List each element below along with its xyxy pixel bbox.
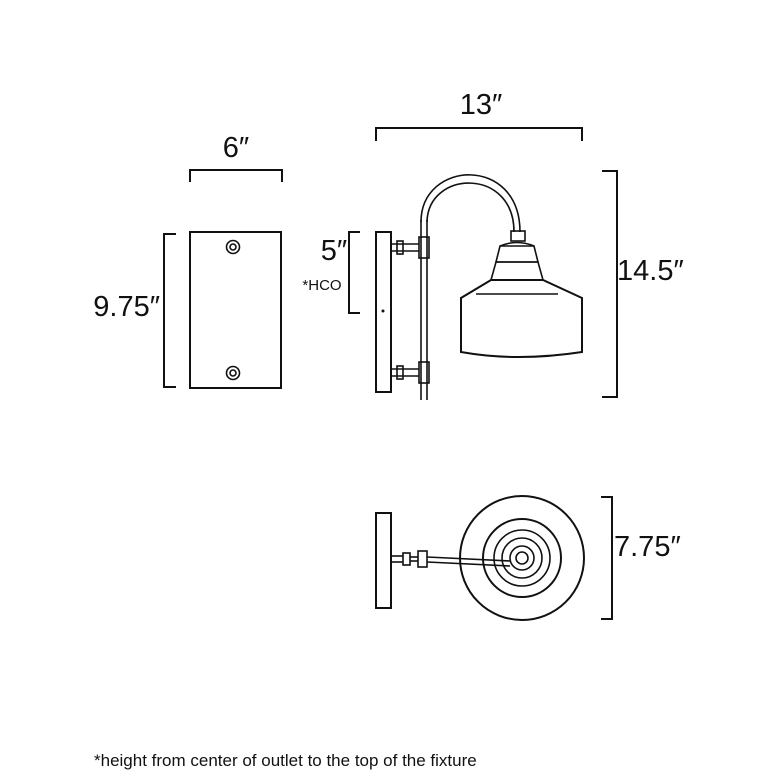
hco-label: *HCO [302,277,341,294]
overall-width-label: 13″ [460,89,503,121]
shade-diameter-label: 7.75″ [614,531,681,563]
hco-value-label: 5″ [321,235,347,267]
hco-bracket [348,231,360,314]
overall-width-bracket [375,127,583,141]
backplate-height-bracket [163,233,176,388]
shade-top-rings [459,495,585,621]
backplate-front-view: 6″ 9.75″ [93,132,283,389]
shade-diameter-bracket [601,496,613,620]
top-screw-icon [225,239,241,255]
fixture-top-view: 7.75″ [375,495,681,621]
gooseneck-arm [420,174,521,233]
lamp-shade [460,230,583,358]
bottom-screw-icon [225,365,241,381]
backplate-width-bracket [189,169,283,182]
fixture-side-view: 13″ 14.5″ 5″ *HCO [302,89,684,400]
lower-arm [391,361,430,384]
overall-height-label: 14.5″ [617,255,684,287]
footnote: *height from center of outlet to the top… [94,751,477,770]
vertical-stem [420,220,428,400]
backplate-width-label: 6″ [223,132,249,164]
top-arm [391,550,511,568]
overall-height-bracket [602,170,618,398]
upper-arm [391,236,430,259]
top-backplate [375,512,392,609]
side-screw-dot [381,309,385,313]
backplate-outline [189,231,282,389]
backplate-height-label: 9.75″ [93,291,160,323]
side-backplate [375,231,392,393]
